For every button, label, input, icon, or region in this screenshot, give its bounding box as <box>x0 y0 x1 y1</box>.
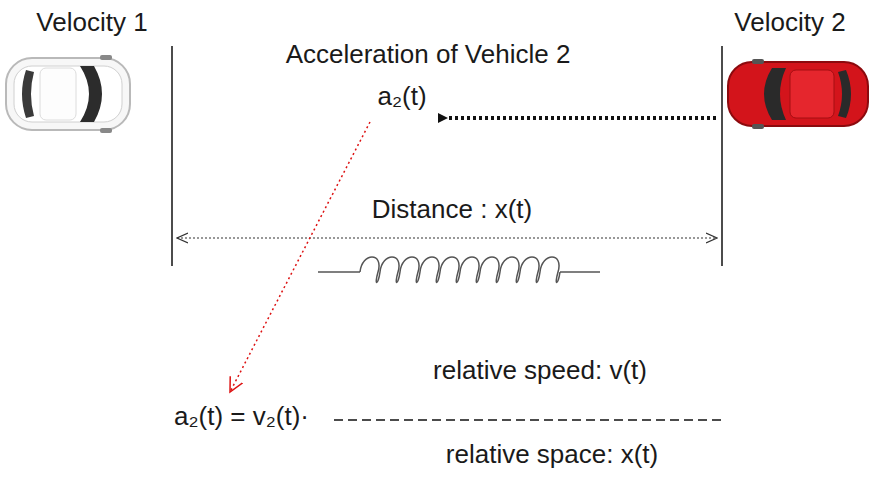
distance-label: Distance : x(t) <box>372 195 532 225</box>
numerator-label: relative speed: v(t) <box>433 356 647 386</box>
acceleration-title: Acceleration of Vehicle 2 <box>286 40 571 70</box>
leader-arrow <box>230 122 370 392</box>
acceleration-arrow <box>446 116 716 120</box>
white-car <box>6 55 130 133</box>
red-car <box>728 59 868 129</box>
vehicle-line <box>171 46 173 266</box>
vehicle-line <box>721 46 723 266</box>
spring-coil <box>360 257 560 283</box>
velocity-label: Velocity 1 <box>36 8 147 38</box>
spring-symbol <box>318 257 600 283</box>
formula-text: a₂(t) = v₂(t)· <box>174 402 309 432</box>
dimension-line <box>177 237 717 238</box>
fraction-line <box>334 419 726 421</box>
acceleration-symbol: a₂(t) <box>377 82 426 112</box>
denominator-label: relative space: x(t) <box>446 440 658 470</box>
velocity-label: Velocity 2 <box>734 8 845 38</box>
